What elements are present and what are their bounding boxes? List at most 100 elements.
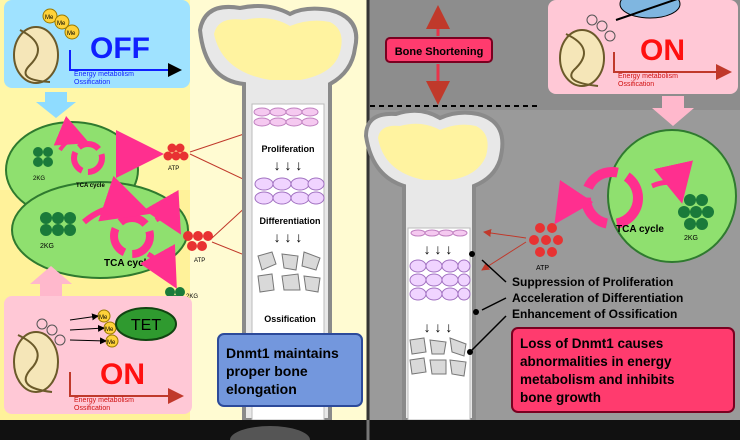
methyl-label: Me xyxy=(67,31,76,37)
on-axis-label-2: Ossification xyxy=(74,405,110,412)
bone-shortening-box xyxy=(385,37,493,63)
tca-cycle-label: TCA cycle xyxy=(76,183,105,189)
pink-arrow-to-tet xyxy=(139,244,177,289)
down-arrow-icon xyxy=(36,92,76,118)
ossifying-cells xyxy=(257,251,321,293)
atp-cluster xyxy=(529,223,563,257)
effect-dot xyxy=(473,309,479,315)
tca-cycle-label: TCA cycle xyxy=(104,258,152,269)
loss-text-line2: abnormalities in energy xyxy=(520,354,672,369)
tca-to-kg-arrow xyxy=(651,160,693,204)
demethylation-arrow xyxy=(69,324,105,332)
effect-suppression: Suppression of Proliferation xyxy=(512,275,673,289)
effect-pointer xyxy=(471,315,507,351)
on-axis xyxy=(69,372,184,404)
proliferating-cells xyxy=(254,177,325,205)
dnmt-text-line1: Dnmt1 maintains xyxy=(226,345,339,361)
dna-strand-icon xyxy=(565,33,599,87)
dna-strand-icon xyxy=(19,29,51,83)
loss-text-line3: metabolism and inhibits xyxy=(520,372,675,387)
dnmt-maintains-box xyxy=(217,333,363,407)
loss-text-line4: bone growth xyxy=(520,390,601,405)
bottom-strip-shape xyxy=(230,426,310,440)
off-axis xyxy=(69,50,182,77)
2kg-label: 2KG xyxy=(40,243,54,250)
atp-label: ATP xyxy=(194,258,205,264)
tca-arrow xyxy=(82,175,152,225)
bone-shortening-label: Bone Shortening xyxy=(395,46,484,58)
dnmt-text-line3: elongation xyxy=(226,381,297,397)
tca-cycle-label: TCA cycle xyxy=(616,224,664,235)
demethylation-arrow xyxy=(69,337,107,345)
atp-to-bone-line xyxy=(481,241,527,271)
tca-arrow xyxy=(53,116,90,152)
methyl-label: Me xyxy=(99,315,108,321)
differentiation-arrows: ↓ ↓ ↓ xyxy=(424,319,453,335)
effect-enhancement: Enhancement of Ossification xyxy=(512,307,677,321)
proliferation-arrows: ↓ ↓ ↓ xyxy=(424,241,453,257)
atp-label: ATP xyxy=(536,265,549,272)
methyl-label: Me xyxy=(57,21,66,27)
effect-dot xyxy=(469,251,475,257)
2kg-label: 2KG xyxy=(33,176,45,182)
right-axis-label-2: Ossification xyxy=(618,81,654,88)
empty-site-icon xyxy=(586,14,598,26)
methyl-group-icon xyxy=(64,24,80,40)
effect-dot xyxy=(467,349,473,355)
empty-site-icon xyxy=(596,20,608,32)
right-axis-label-1: Energy metabolism xyxy=(618,73,678,80)
effect-pointer xyxy=(481,259,507,283)
2kg-label: 2KG xyxy=(186,294,198,300)
loss-text-line1: Loss of Dnmt1 causes xyxy=(520,336,663,351)
on-axis-label-1: Energy metabolism xyxy=(74,397,134,404)
methyl-group-icon xyxy=(42,8,58,24)
tca-to-atp-arrow xyxy=(554,179,594,225)
2kg-cluster xyxy=(33,147,53,167)
differentiation-arrows: ↓ ↓ ↓ xyxy=(274,229,303,245)
atp-cluster xyxy=(183,231,213,251)
atp-cluster xyxy=(163,143,189,161)
off-axis-label-2: Ossification xyxy=(74,79,110,86)
methyl-group-icon xyxy=(54,14,70,30)
bone-cap xyxy=(378,123,488,180)
off-label: OFF xyxy=(90,32,150,65)
methyl-label: Me xyxy=(105,327,114,333)
effect-acceleration: Acceleration of Differentiation xyxy=(512,291,683,305)
off-axis-label-1: Energy metabolism xyxy=(74,71,134,78)
ossifying-cells xyxy=(409,337,467,377)
dnmt-text-line2: proper bone xyxy=(226,363,308,379)
2kg-cluster xyxy=(40,212,76,236)
empty-site-icon xyxy=(36,318,48,330)
tet-enzyme xyxy=(115,307,177,341)
2kg-label: 2KG xyxy=(684,235,698,242)
right-on-label: ON xyxy=(640,34,685,67)
empty-site-icon xyxy=(604,30,616,42)
atp-label: ATP xyxy=(168,166,179,172)
bottom-strip xyxy=(0,420,740,440)
bone-cap xyxy=(214,18,342,80)
cross-out-line xyxy=(615,0,678,21)
proliferation-arrows: ↓ ↓ ↓ xyxy=(274,157,303,173)
loss-of-dnmt-box xyxy=(511,327,735,413)
effect-pointer xyxy=(481,297,507,311)
empty-site-icon xyxy=(46,324,58,336)
methyl-label: Me xyxy=(107,340,116,346)
resting-zone-cells xyxy=(253,107,319,127)
atp-to-bone-line xyxy=(483,229,527,239)
up-arrow-icon xyxy=(30,266,72,296)
proliferating-cells xyxy=(409,259,471,301)
right-on-axis xyxy=(613,52,732,80)
mitochondrion-right xyxy=(607,129,737,263)
pink-arrow-to-atp xyxy=(143,190,181,235)
dna-strand-icon xyxy=(17,334,53,393)
ossification-label: Ossification xyxy=(264,314,316,324)
differentiation-label: Differentiation xyxy=(259,216,320,226)
empty-site-icon xyxy=(54,334,66,346)
tet-label: TET xyxy=(131,317,161,334)
down-arrow-icon xyxy=(652,96,694,126)
methyl-label: Me xyxy=(45,15,54,21)
demethylation-arrow xyxy=(69,313,99,321)
on-label: ON xyxy=(100,358,145,391)
